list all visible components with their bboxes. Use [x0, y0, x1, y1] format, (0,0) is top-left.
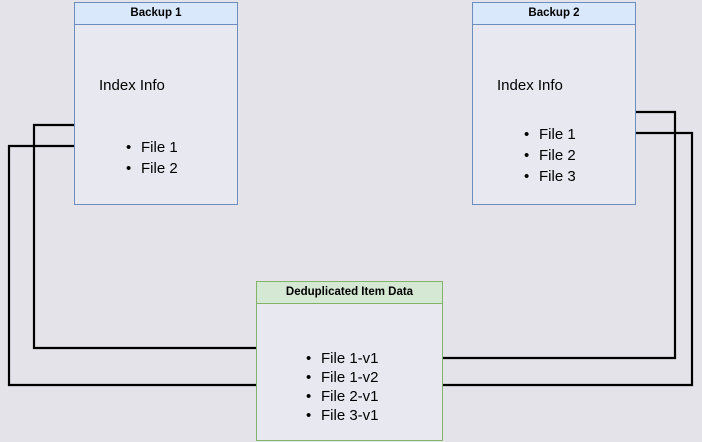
- dedup-file-list: File 1-v1 File 1-v2 File 2-v1 File 3-v1: [306, 349, 379, 425]
- backup2-header: Backup 2: [473, 3, 635, 25]
- backup1-file-item[interactable]: File 2: [126, 158, 178, 179]
- backup2-file-item[interactable]: File 3: [524, 166, 576, 187]
- dedup-box[interactable]: Deduplicated Item Data File 1-v1 File 1-…: [256, 281, 443, 441]
- backup1-body: Index Info File 1 File 2: [75, 25, 237, 204]
- backup1-header: Backup 1: [75, 3, 237, 25]
- dedup-file-item[interactable]: File 2-v1: [306, 387, 379, 406]
- backup1-index-info-label: Index Info: [99, 77, 165, 94]
- backup2-box[interactable]: Backup 2 Index Info File 1 File 2 File 3: [472, 2, 636, 205]
- backup1-file-list: File 1 File 2: [126, 137, 178, 179]
- backup1-file-item[interactable]: File 1: [126, 137, 178, 158]
- dedup-file-item[interactable]: File 1-v2: [306, 368, 379, 387]
- backup2-body: Index Info File 1 File 2 File 3: [473, 25, 635, 204]
- dedup-file-item[interactable]: File 3-v1: [306, 406, 379, 425]
- dedup-body: File 1-v1 File 1-v2 File 2-v1 File 3-v1: [257, 304, 442, 440]
- backup1-box[interactable]: Backup 1 Index Info File 1 File 2: [74, 2, 238, 205]
- dedup-header: Deduplicated Item Data: [257, 282, 442, 304]
- dedup-file-item[interactable]: File 1-v1: [306, 349, 379, 368]
- backup2-index-info-label: Index Info: [497, 77, 563, 94]
- backup2-file-item[interactable]: File 1: [524, 124, 576, 145]
- backup2-file-item[interactable]: File 2: [524, 145, 576, 166]
- backup2-file-list: File 1 File 2 File 3: [524, 124, 576, 187]
